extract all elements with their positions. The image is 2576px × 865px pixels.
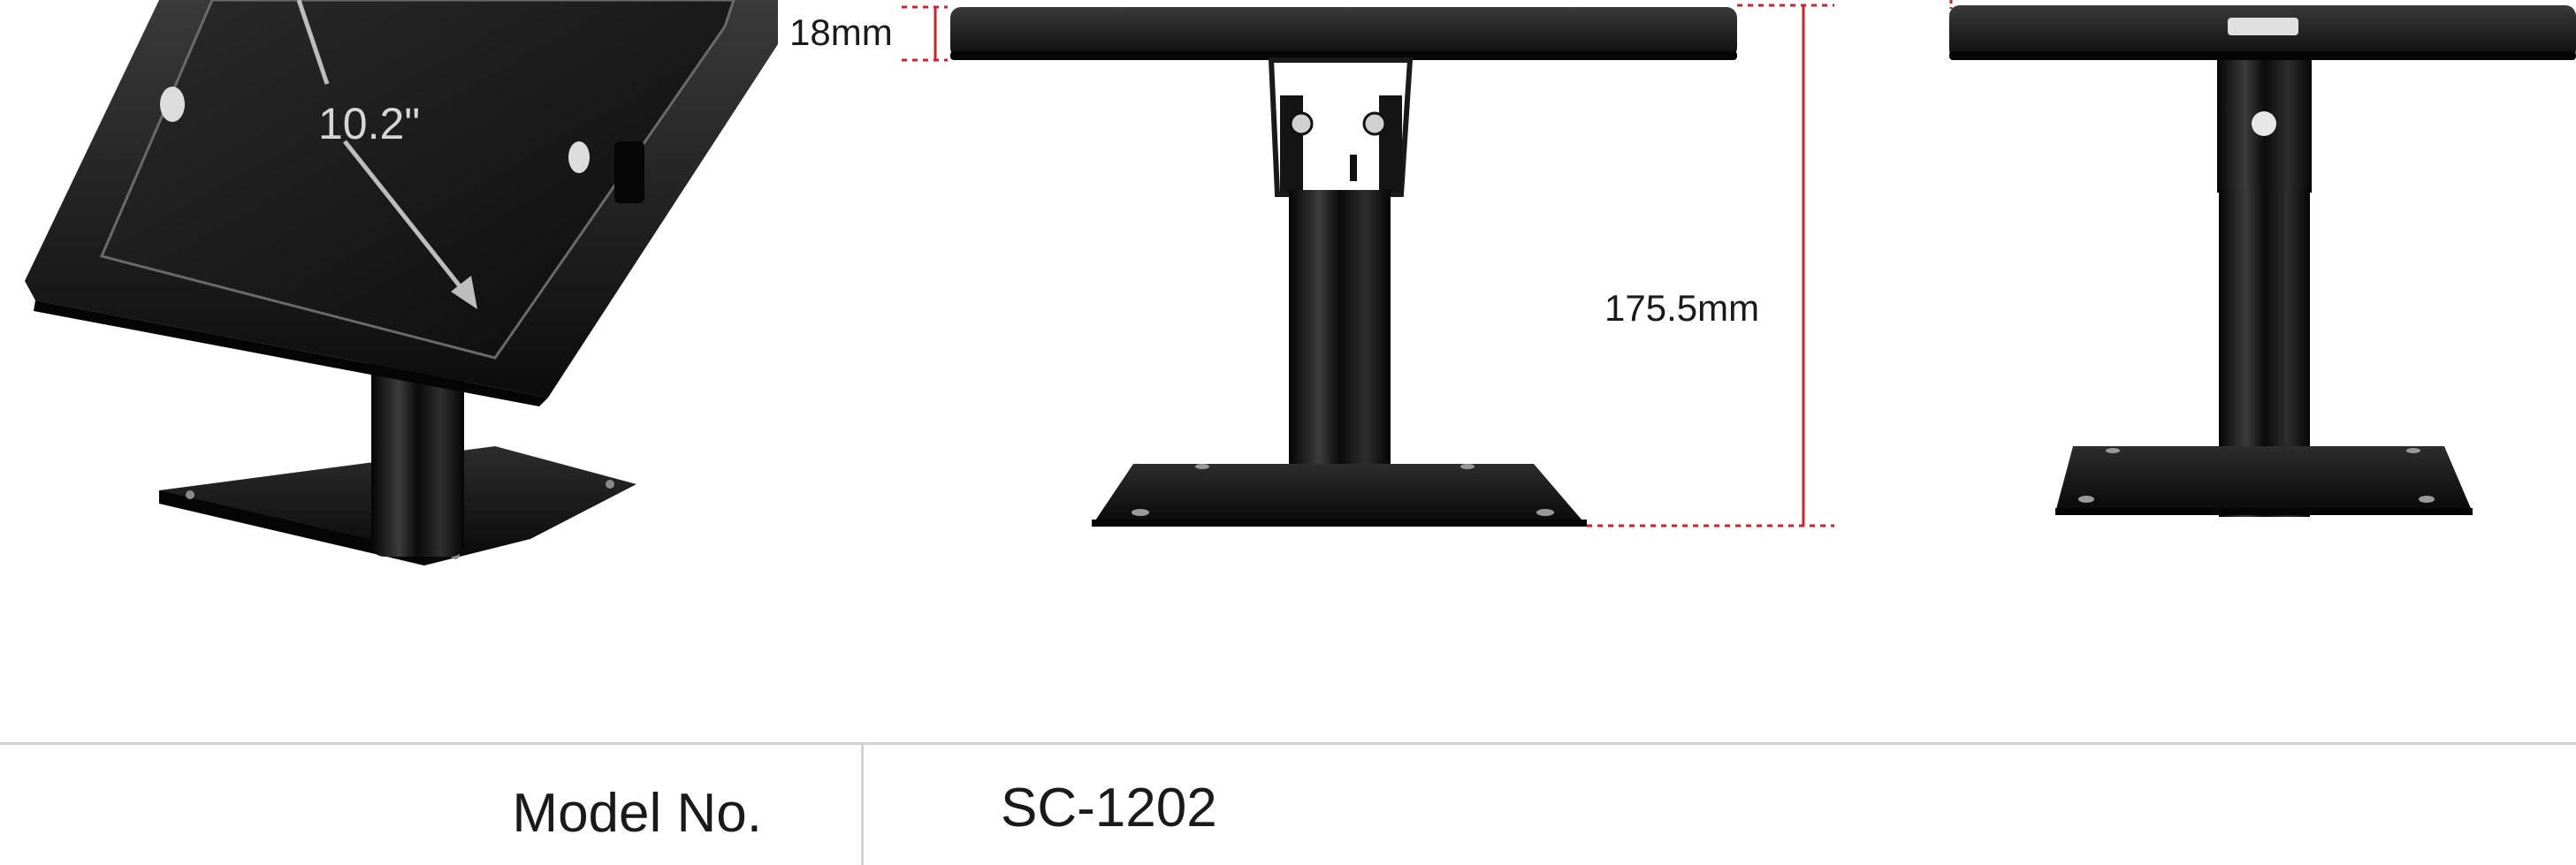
table-divider bbox=[861, 745, 864, 865]
model-number-value: SC-1202 bbox=[1001, 778, 1217, 838]
spec-table: Model No. SC-1202 bbox=[0, 742, 2576, 865]
screen-diagonal-label: 10.2" bbox=[318, 99, 421, 148]
dimension-lines bbox=[902, 0, 1953, 527]
product-drawings bbox=[25, 0, 2576, 565]
angled-view-drawing bbox=[25, 0, 778, 565]
model-number-label: Model No. bbox=[512, 783, 762, 844]
height-label: 175.5mm bbox=[1604, 287, 1760, 329]
front-view-drawing bbox=[1949, 5, 2576, 517]
side-view-drawing bbox=[950, 7, 1737, 527]
product-figure: 10.2" 18mm 175.5mm bbox=[25, 0, 2576, 565]
thickness-label: 18mm bbox=[789, 11, 893, 53]
